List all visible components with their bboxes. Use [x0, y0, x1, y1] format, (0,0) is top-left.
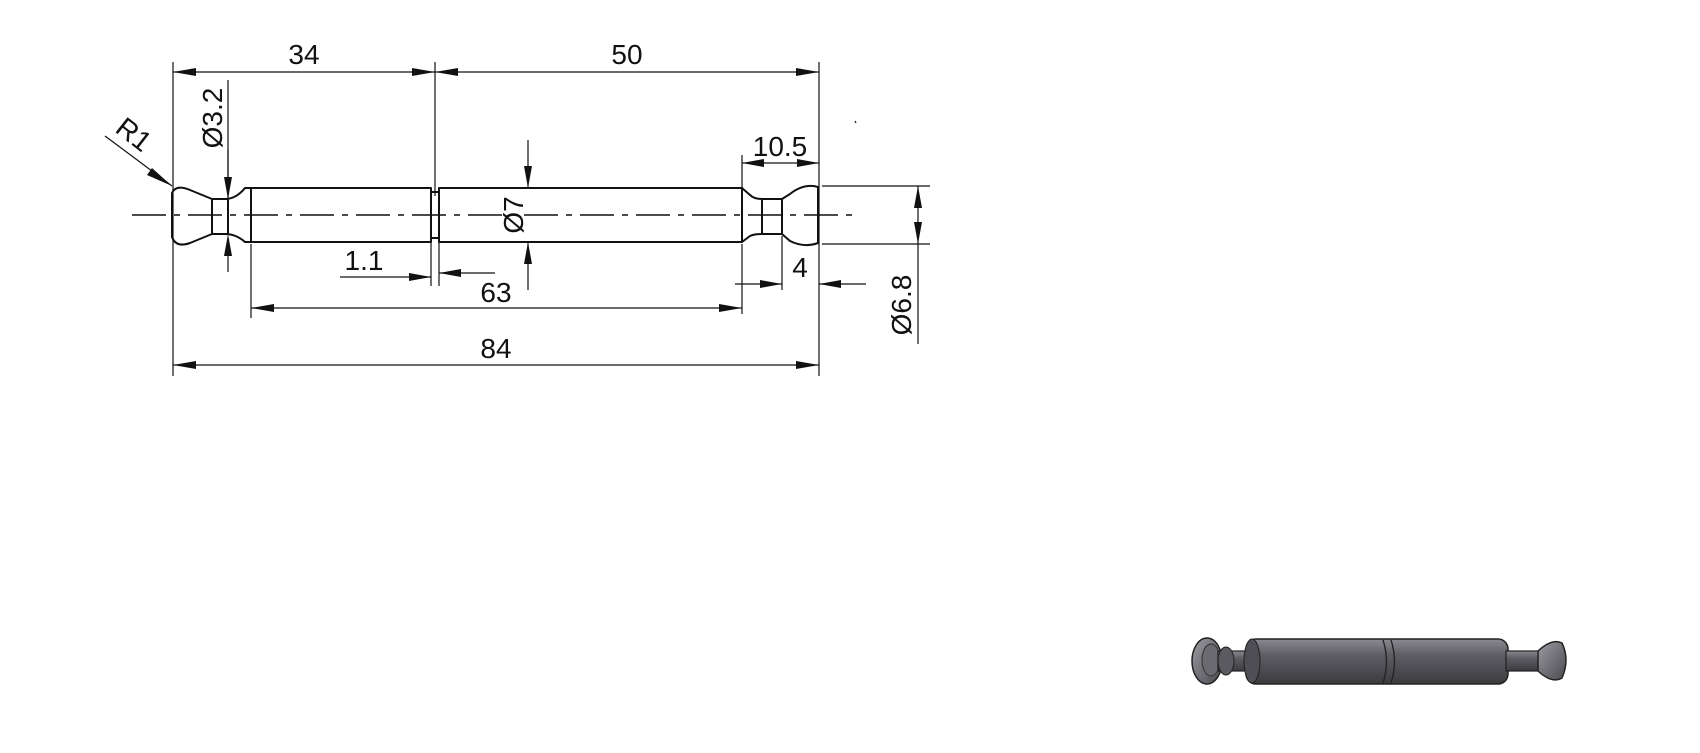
render-3d [1191, 637, 1567, 685]
render-shaft [1245, 638, 1509, 685]
stray-mark [854, 120, 857, 124]
render-right-head [1537, 640, 1567, 681]
dim-84: 84 [480, 333, 511, 364]
dim-63: 63 [480, 277, 511, 308]
extension-lines [172, 62, 930, 376]
dim-diameter-7: Ø7 [498, 196, 529, 233]
dimension-lines [104, 68, 922, 369]
dim-diameter-6-8: Ø6.8 [886, 275, 917, 336]
left-neck [212, 187, 251, 243]
dim-1-1: 1.1 [345, 245, 384, 276]
dim-diameter-3-2: Ø3.2 [197, 88, 228, 149]
right-head [781, 184, 819, 247]
render-right-neck [1505, 650, 1543, 672]
dim-4: 4 [792, 252, 808, 283]
right-neck [741, 187, 782, 243]
dim-50: 50 [611, 39, 642, 70]
left-head [171, 186, 213, 246]
dim-10-5: 10.5 [753, 131, 808, 162]
dim-r1: R1 [110, 111, 157, 157]
dim-34: 34 [288, 39, 319, 70]
